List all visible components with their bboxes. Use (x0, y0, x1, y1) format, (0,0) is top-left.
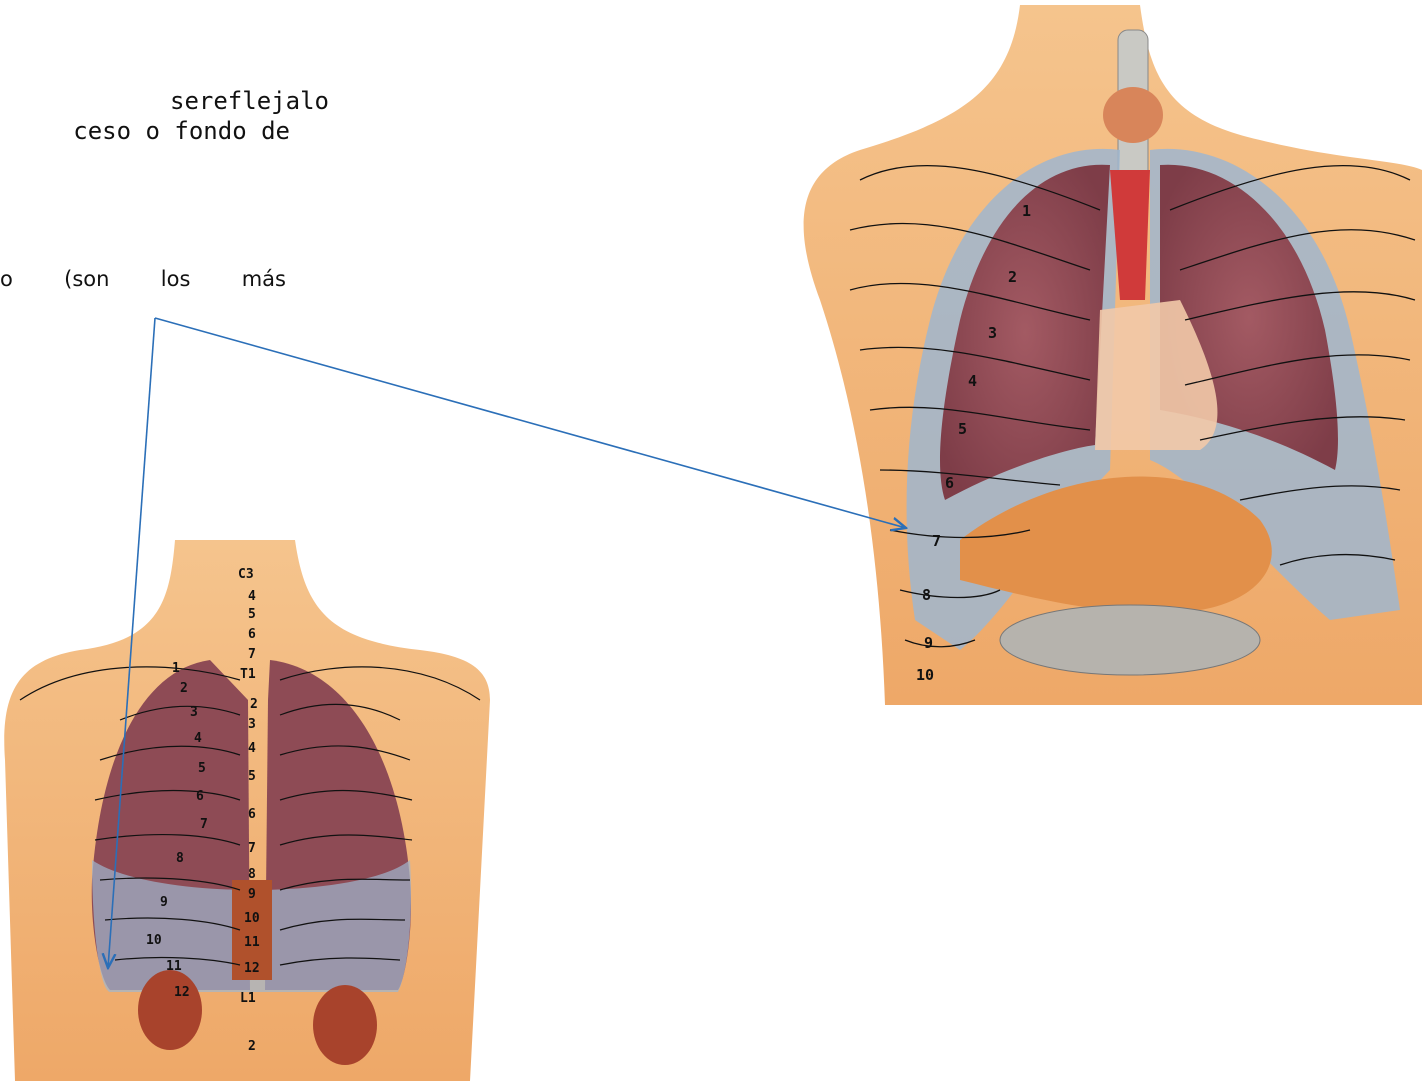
spine-number: 6 (248, 807, 256, 822)
back-rib-number: 4 (194, 731, 202, 746)
front-rib-number: 5 (958, 420, 967, 438)
spine-number: 12 (244, 961, 260, 976)
back-rib-number: 11 (166, 959, 182, 974)
spine-number: 4 (248, 741, 256, 756)
spine-number: 6 (248, 627, 256, 642)
left-kidney (313, 985, 377, 1065)
pointer-arrow-front (155, 318, 906, 528)
right-kidney (138, 970, 202, 1050)
front-rib-number: 6 (945, 474, 954, 492)
front-rib-number: 7 (932, 532, 941, 550)
spine-number: T1 (240, 667, 256, 682)
spine-number: 5 (248, 607, 256, 622)
spine-number: 10 (244, 911, 260, 926)
front-rib-number: 1 (1022, 202, 1031, 220)
front-rib-number: 8 (922, 586, 931, 604)
back-rib-number: 2 (180, 681, 188, 696)
back-rib-number: 12 (174, 985, 190, 1000)
back-rib-number: 6 (196, 789, 204, 804)
spine-number: L1 (240, 991, 256, 1006)
back-rib-number: 8 (176, 851, 184, 866)
spine-number: 4 (248, 589, 256, 604)
spine-number: 7 (248, 841, 256, 856)
spine-number: 2 (250, 697, 258, 712)
back-rib-number: 3 (190, 705, 198, 720)
spine-number: 3 (248, 717, 256, 732)
back-rib-number: 7 (200, 817, 208, 832)
back-rib-number: 10 (146, 933, 162, 948)
front-rib-number: 10 (916, 666, 934, 684)
back-rib-number: 1 (172, 661, 180, 676)
spine-number: 9 (248, 887, 256, 902)
spine-number: 8 (248, 867, 256, 882)
thyroid (1103, 87, 1163, 143)
front-rib-number: 4 (968, 372, 977, 390)
back-rib-number: 9 (160, 895, 168, 910)
front-rib-number: 2 (1008, 268, 1017, 286)
spine-number: 5 (248, 769, 256, 784)
spine-number: C3 (238, 567, 254, 582)
spine-number: 11 (244, 935, 260, 950)
spine-number: 2 (248, 1039, 256, 1054)
spine-number: 7 (248, 647, 256, 662)
front-rib-number: 9 (924, 634, 933, 652)
front-rib-number: 3 (988, 324, 997, 342)
back-rib-number: 5 (198, 761, 206, 776)
intestine (1000, 605, 1260, 675)
